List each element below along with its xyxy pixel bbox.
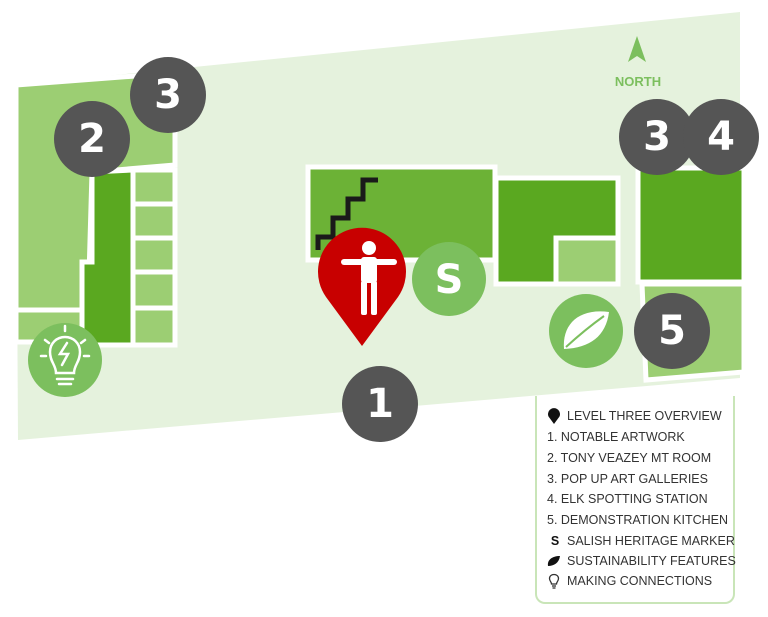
legend-item: 3. POP UP ART GALLERIES [547, 469, 708, 489]
legend-item: 2. TONY VEAZEY MT ROOM [547, 448, 711, 468]
legend-item-label: 3. POP UP ART GALLERIES [547, 472, 708, 486]
legend-title: LEVEL THREE OVERVIEW [567, 409, 722, 423]
legend-item: 5. DEMONSTRATION KITCHEN [547, 510, 728, 530]
salish-marker-label: S [435, 257, 464, 303]
person-location-icon [341, 241, 397, 315]
legend-item-label: 2. TONY VEAZEY MT ROOM [547, 451, 712, 465]
area-marker-3-right[interactable]: 3 [619, 99, 695, 175]
legend-sustainability-label: SUSTAINABILITY FEATURES [567, 554, 736, 568]
area-marker-label: 3 [643, 114, 671, 160]
lightbulb-icon [547, 573, 563, 589]
legend-connections-row: MAKING CONNECTIONS [547, 571, 712, 591]
leaf-icon [547, 555, 563, 567]
area-marker-4[interactable]: 4 [683, 99, 759, 175]
legend-item-label: 5. DEMONSTRATION KITCHEN [547, 513, 729, 527]
pin-icon [547, 408, 563, 424]
area-marker-label: 3 [154, 72, 182, 118]
area-marker-label: 4 [707, 114, 735, 160]
salish-symbol: S [550, 534, 560, 548]
legend-item-label: 1. NOTABLE ARTWORK [547, 430, 685, 444]
legend-salish-label: SALISH HERITAGE MARKER [567, 534, 735, 548]
area-marker-1[interactable]: 1 [342, 366, 418, 442]
north-label: NORTH [615, 74, 661, 89]
map-legend: LEVEL THREE OVERVIEW 1. NOTABLE ARTWORK … [535, 396, 736, 604]
legend-item: 1. NOTABLE ARTWORK [547, 427, 685, 447]
lightbulb-icon [39, 324, 91, 386]
making-connections-marker[interactable] [28, 323, 102, 397]
area-marker-2[interactable]: 2 [54, 101, 130, 177]
legend-connections-label: MAKING CONNECTIONS [567, 574, 713, 588]
sustainability-marker[interactable] [549, 294, 623, 368]
area-marker-label: 2 [78, 116, 106, 162]
north-arrow-icon [628, 36, 646, 62]
you-are-here-pin[interactable] [318, 227, 406, 346]
area-marker-label: 1 [366, 381, 394, 427]
legend-item: 4. ELK SPOTTING STATION [547, 489, 708, 509]
legend-sustainability-row: SUSTAINABILITY FEATURES [547, 551, 736, 571]
area-marker-3-left[interactable]: 3 [130, 57, 206, 133]
legend-title-row: LEVEL THREE OVERVIEW [547, 406, 722, 426]
salish-heritage-marker[interactable]: S [412, 242, 486, 316]
stairs-icon [315, 177, 378, 250]
area-marker-5[interactable]: 5 [634, 293, 710, 369]
legend-item-label: 4. ELK SPOTTING STATION [547, 492, 708, 506]
area-marker-label: 5 [658, 308, 686, 354]
leaf-icon [563, 311, 609, 349]
legend-salish-row: S SALISH HERITAGE MARKER [547, 531, 735, 551]
center-rooms [305, 164, 621, 287]
